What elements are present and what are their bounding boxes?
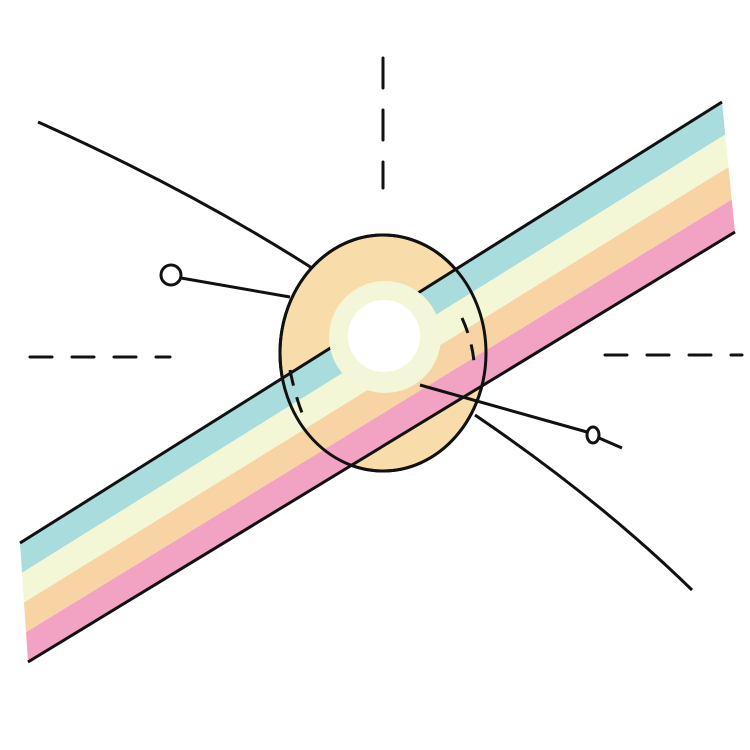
band-stripe-4 (26, 199, 735, 662)
upper-left-curve (37, 120, 313, 270)
inner-core (348, 300, 420, 372)
open-circle-icon (159, 263, 183, 287)
band-bottom-edge (27, 230, 736, 664)
right-pointer-tail (598, 436, 623, 450)
lower-right-curve (474, 413, 694, 592)
hidden-edge-dashes (288, 317, 476, 421)
band-stripe-3 (24, 167, 732, 633)
central-ellipse-outline (278, 233, 488, 473)
dashed-axes (28, 56, 744, 359)
left-pointer-line (180, 276, 291, 299)
small-ring-icon (585, 425, 601, 445)
right-pointer-line (419, 383, 588, 434)
